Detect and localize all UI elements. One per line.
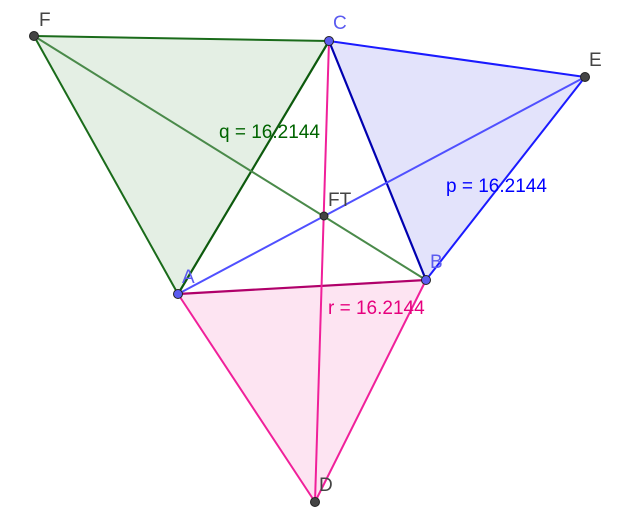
segment-CD[interactable] <box>314 40 330 503</box>
triangle-ACF-fill <box>34 36 329 294</box>
label-FT: FT <box>328 190 352 211</box>
segment-EB[interactable] <box>425 76 586 281</box>
point-E[interactable] <box>580 72 590 82</box>
label-F: F <box>39 10 51 31</box>
segment-FC[interactable] <box>33 35 330 42</box>
segment-BD[interactable] <box>314 279 427 503</box>
point-C[interactable] <box>324 36 334 46</box>
segment-CA[interactable] <box>177 40 330 295</box>
label-E: E <box>589 50 602 71</box>
label-D: D <box>319 475 333 496</box>
label-C: C <box>333 13 347 34</box>
measurement-p: p = 16.2144 <box>446 176 547 197</box>
segment-CB[interactable] <box>327 40 428 281</box>
point-FT[interactable] <box>319 211 329 221</box>
measurement-q: q = 16.2144 <box>219 122 320 143</box>
point-A[interactable] <box>173 289 183 299</box>
point-D[interactable] <box>310 497 320 507</box>
point-B[interactable] <box>421 275 431 285</box>
segment-EA[interactable] <box>177 76 586 295</box>
triangle-BCE-fill <box>329 41 585 280</box>
point-F[interactable] <box>29 31 39 41</box>
segment-AD[interactable] <box>177 293 316 503</box>
segment-FB[interactable] <box>33 35 427 281</box>
label-B: B <box>430 252 443 273</box>
triangle-ABD-fill <box>178 280 426 502</box>
segment-FA[interactable] <box>33 35 179 295</box>
segment-AB[interactable] <box>177 278 427 296</box>
label-A: A <box>182 267 195 288</box>
measurement-r: r = 16.2144 <box>328 298 425 319</box>
segment-CE[interactable] <box>328 40 586 78</box>
